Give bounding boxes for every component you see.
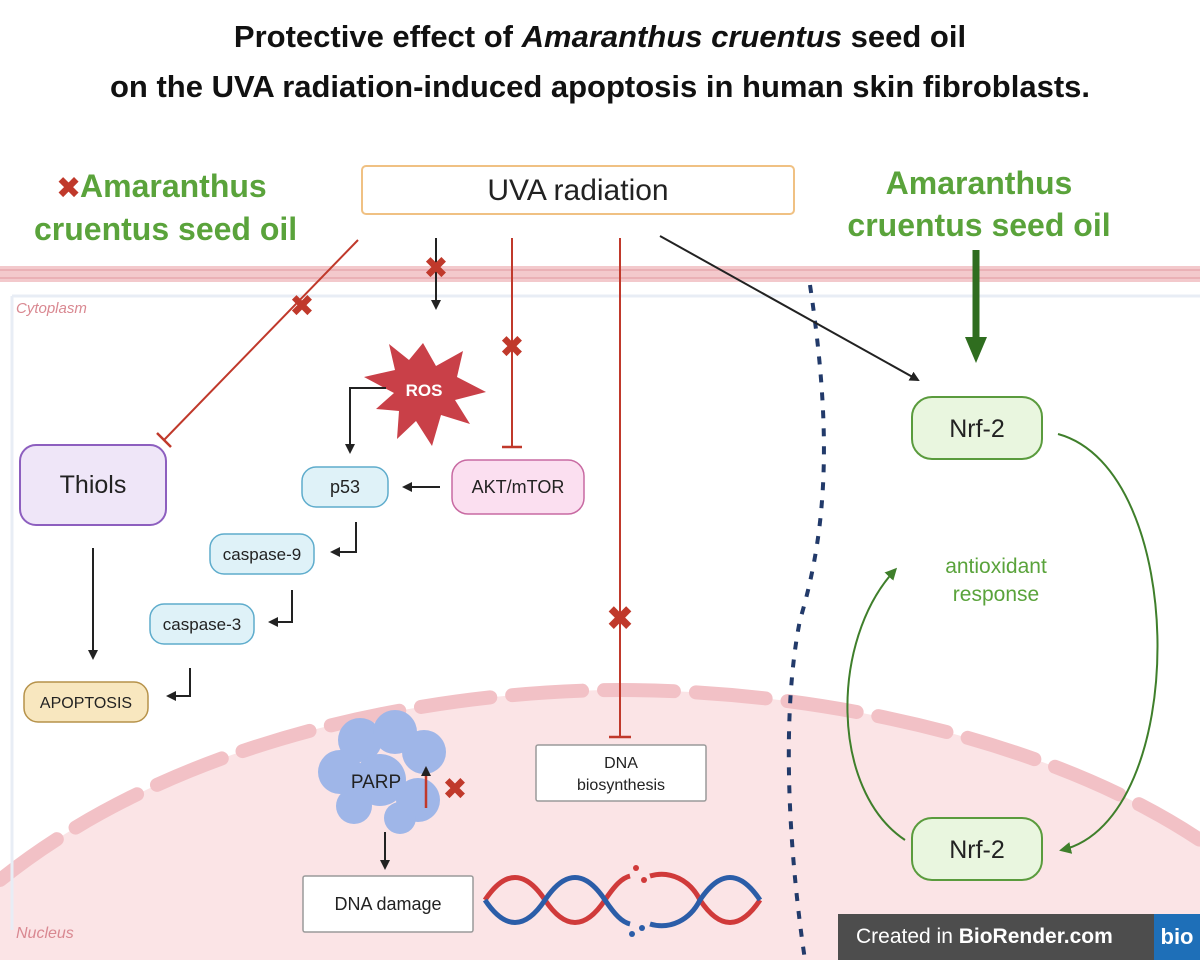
nucleus-label: Nucleus (16, 925, 74, 942)
cytoplasm-boundary (10, 294, 1200, 930)
caspase3-label: caspase-3 (163, 615, 241, 634)
dna-biosynthesis-box (535, 744, 707, 802)
parp-protein (318, 710, 446, 834)
uva-thiols-inhibit (163, 239, 359, 441)
ros-burst (364, 343, 486, 446)
inhibit-x-icon: ✖ (606, 600, 635, 638)
left-oil-line-1: Amaranthus (80, 168, 267, 204)
uva-box (361, 165, 795, 215)
nrf2-translocation-arrow (1057, 433, 1159, 854)
title-line-2: on the UVA radiation-induced apoptosis i… (109, 69, 1090, 104)
dna-damage-label: DNA damage (334, 894, 441, 914)
thiols-label: Thiols (60, 471, 127, 499)
caspase9-caspase3-arrow (268, 590, 293, 627)
right-oil-line-2: cruentus seed oil (847, 207, 1110, 243)
inhibit-x-icon: ✖ (56, 172, 81, 205)
dna-helix-icon (482, 865, 763, 937)
inhibit-x-icon: ✖ (289, 290, 314, 323)
title-prefix: Protective effect of (233, 19, 522, 54)
biorender-logo: bio (1154, 914, 1200, 960)
nrf2-top-box (911, 396, 1043, 460)
antioxidant-line-2: response (953, 583, 1039, 606)
ros-label: ROS (406, 381, 443, 400)
right-oil-line-1: Amaranthus (886, 165, 1073, 201)
dna-biosynthesis-line-2: biosynthesis (577, 777, 665, 794)
caspase3-box (149, 603, 255, 645)
inhibit-x-icon: ✖ (499, 331, 524, 364)
nucleus-region (0, 690, 1200, 960)
figure-title: Protective effect of Amaranthus cruentus… (0, 12, 1200, 112)
cytoplasm-label: Cytoplasm (16, 300, 87, 317)
akt-box (451, 459, 585, 515)
caspase3-apoptosis-arrow (166, 668, 191, 701)
nrf2-top-label: Nrf-2 (949, 415, 1005, 443)
uva-label: UVA radiation (487, 174, 668, 207)
nrf2-bottom-label: Nrf-2 (949, 836, 1005, 864)
dna-biosynthesis-line-1: DNA (604, 755, 638, 772)
apoptosis-box (23, 681, 149, 723)
dna-damage-box (302, 875, 474, 933)
credit-prefix: Created in (856, 925, 959, 948)
right-oil-label: Amaranthus cruentus seed oil (847, 165, 1110, 243)
cell-membrane (0, 266, 1200, 282)
ros-p53-arrow (345, 387, 386, 454)
biorender-credit[interactable]: Created in BioRender.com bio (838, 914, 1200, 960)
inhibit-x-icon: ✖ (423, 252, 448, 285)
left-oil-label: ✖ Amaranthus cruentus seed oil (34, 168, 297, 247)
akt-label: AKT/mTOR (472, 477, 565, 497)
parp-label: PARP (351, 772, 401, 793)
title-line-1: Protective effect of Amaranthus cruentus… (0, 12, 1200, 62)
caspase9-box (209, 533, 315, 575)
title-species: Amaranthus cruentus (521, 19, 843, 54)
antioxidant-line-1: antioxidant (945, 555, 1047, 578)
credit-text: Created in BioRender.com (838, 925, 1154, 949)
p53-box (301, 466, 389, 508)
apoptosis-label: APOPTOSIS (40, 695, 132, 712)
title-suffix: seed oil (842, 19, 967, 54)
uva-nrf2-arrow (659, 235, 920, 381)
credit-brand: BioRender.com (958, 925, 1113, 948)
inhibit-x-icon: ✖ (442, 773, 467, 806)
p53-label: p53 (330, 477, 360, 497)
antioxidant-arrow (846, 567, 906, 841)
caspase9-label: caspase-9 (223, 545, 301, 564)
nrf2-bottom-box (911, 817, 1043, 881)
p53-caspase9-arrow (330, 522, 357, 557)
left-oil-line-2: cruentus seed oil (34, 211, 297, 247)
thiols-box (19, 444, 167, 526)
